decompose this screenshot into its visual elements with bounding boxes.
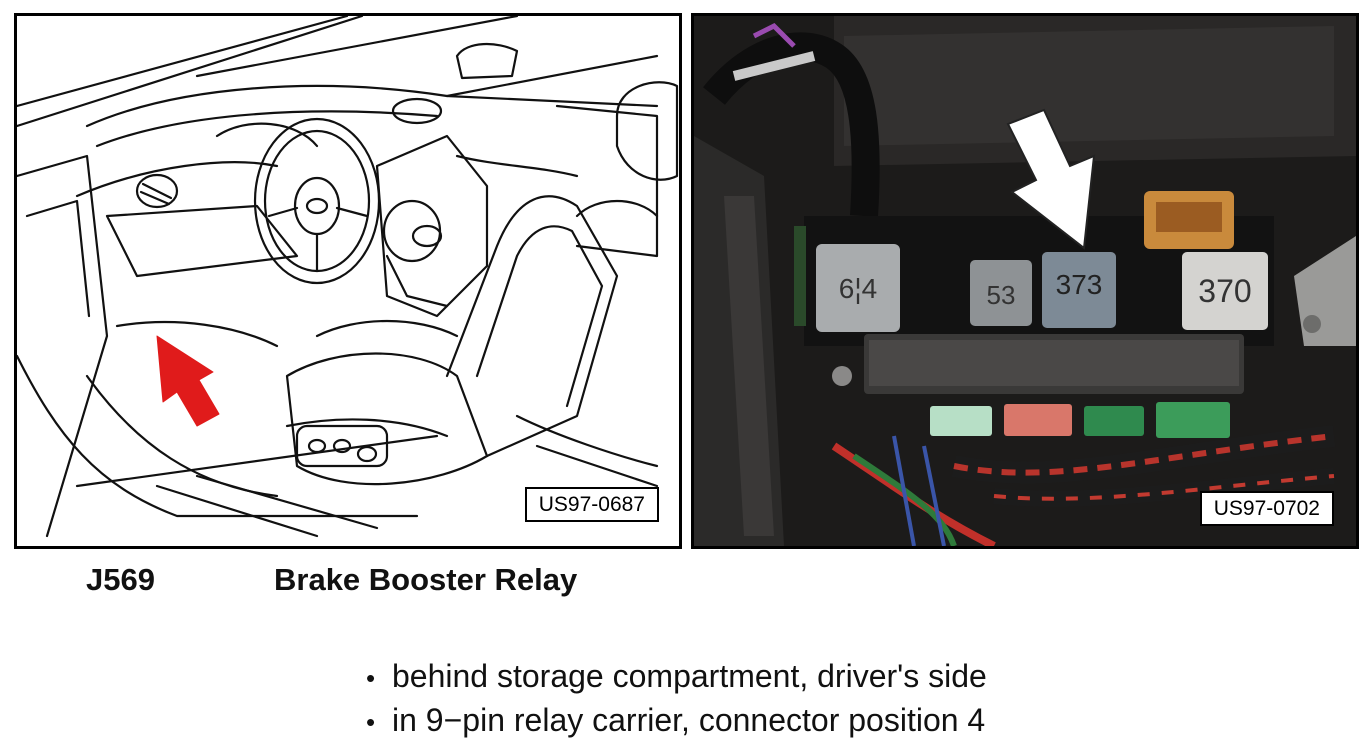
relay-373: 373 (1042, 252, 1116, 328)
list-item: • behind storage compartment, driver's s… (366, 655, 987, 699)
relay-label: 370 (1198, 273, 1251, 309)
bullet-icon: • (366, 663, 376, 693)
component-code: J569 (86, 562, 155, 597)
note-text: in 9−pin relay carrier, connector positi… (392, 702, 986, 738)
location-notes: • behind storage compartment, driver's s… (366, 655, 987, 743)
component-name: Brake Booster Relay (274, 562, 578, 597)
figure-reference-right: US97-0702 (1199, 490, 1334, 526)
relay-53: 53 (970, 260, 1032, 326)
list-item: • in 9−pin relay carrier, connector posi… (366, 699, 987, 743)
relay-370: 370 (1182, 252, 1268, 330)
relay-label: 53 (987, 280, 1016, 310)
relay-carrier-photo: 6¦4 53 373 370 U (691, 13, 1359, 549)
relay-label: 373 (1056, 269, 1103, 300)
figure-reference-left: US97-0687 (524, 486, 659, 522)
relay-label: 6¦4 (839, 273, 877, 304)
note-text: behind storage compartment, driver's sid… (392, 658, 987, 694)
pointer-arrow-icon (156, 335, 220, 427)
pointer-arrow-icon (1006, 108, 1096, 250)
interior-illustration: US97-0687 (14, 13, 682, 549)
relay-6-4: 6¦4 (816, 244, 900, 332)
bullet-icon: • (366, 707, 376, 737)
